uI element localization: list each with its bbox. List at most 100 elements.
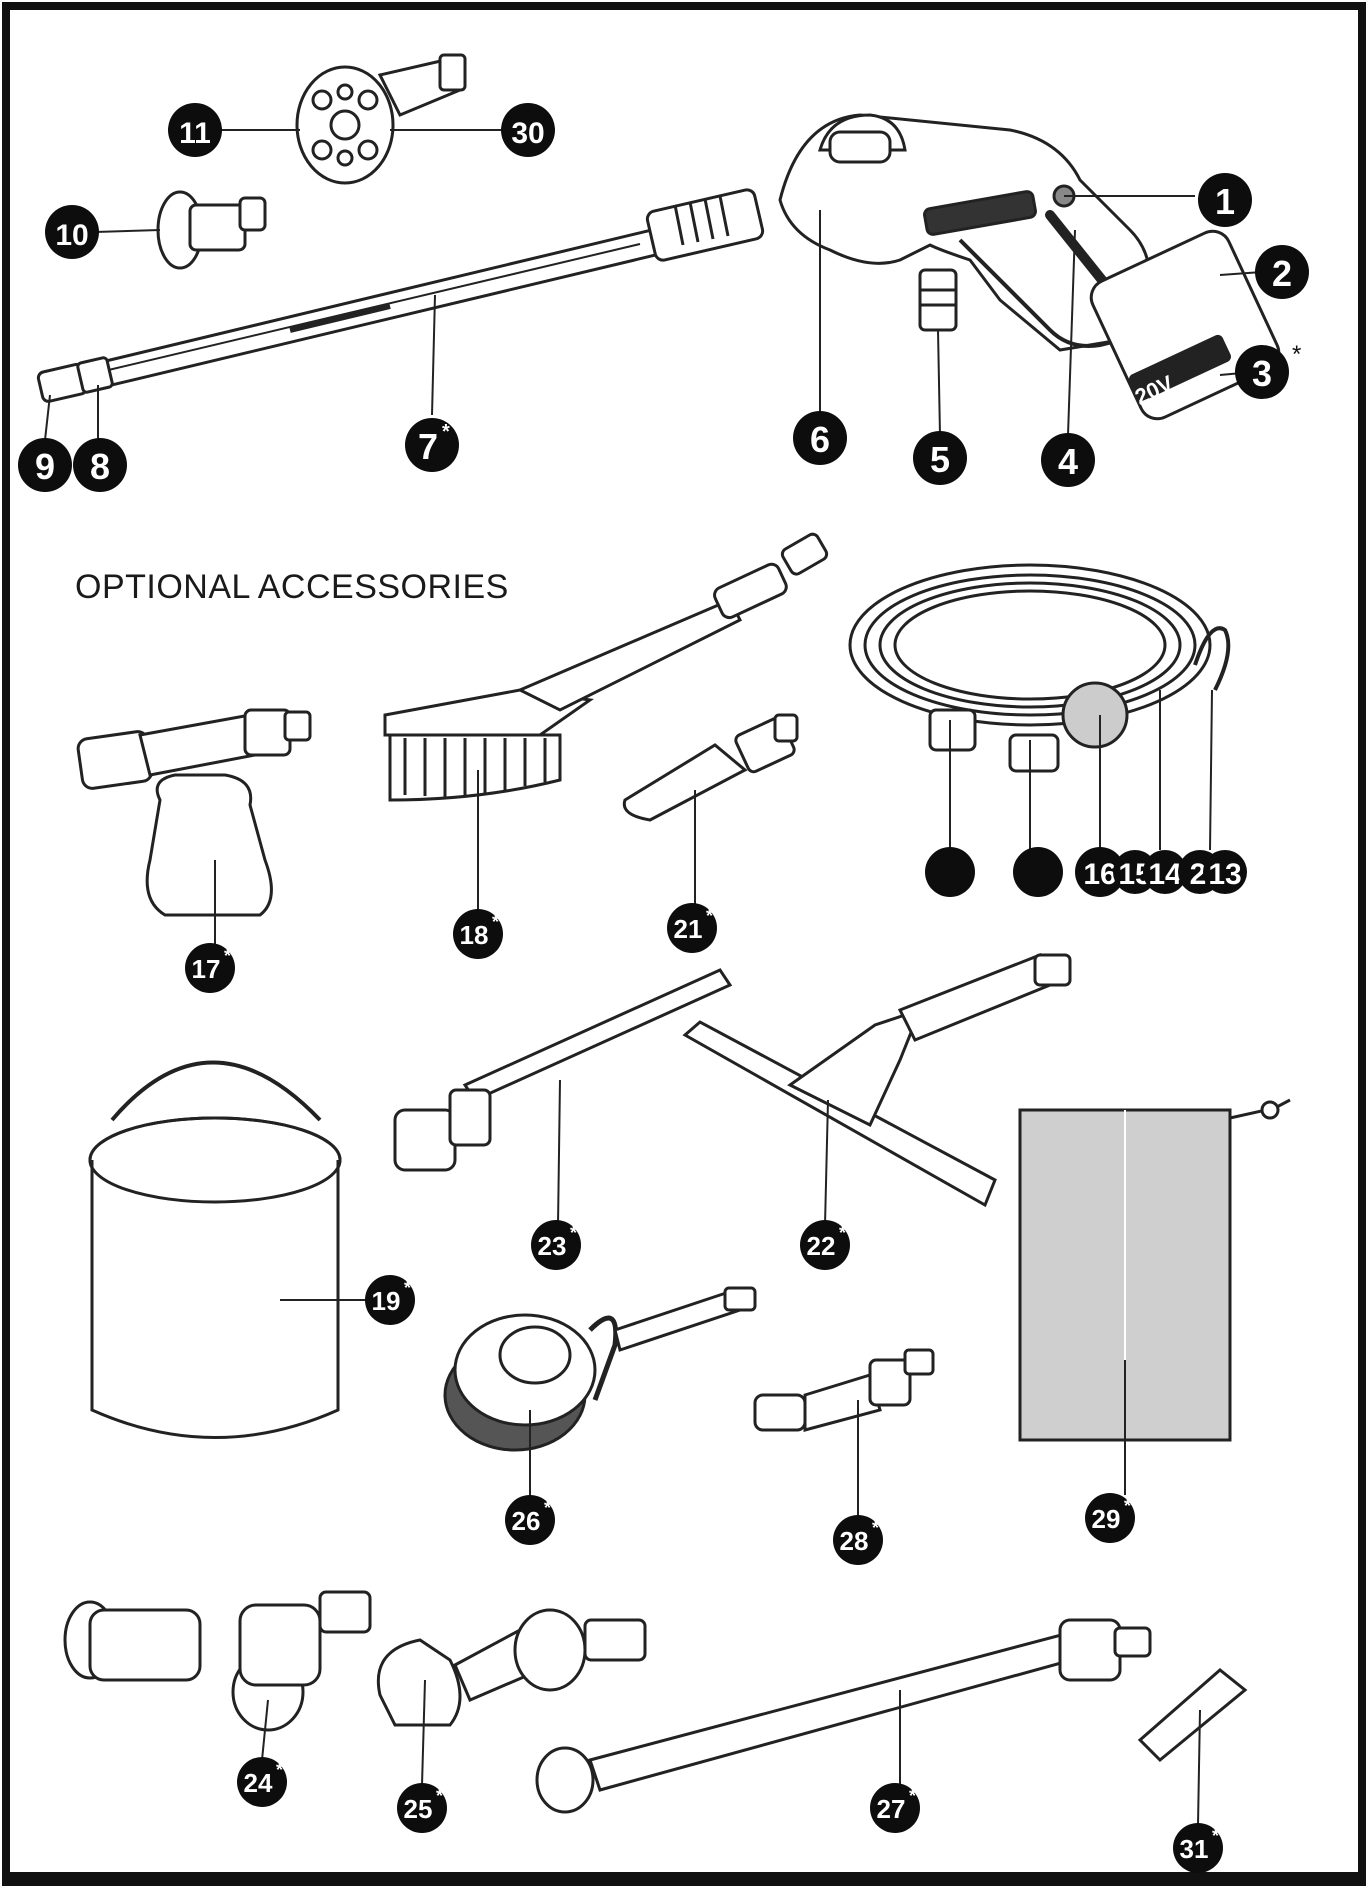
svg-text:*: * xyxy=(909,1786,916,1806)
badge-label-2: 2 xyxy=(1272,253,1292,294)
callout-badge-10: 10 xyxy=(45,205,99,259)
svg-text:*: * xyxy=(492,912,499,932)
svg-text:*: * xyxy=(1124,1496,1131,1516)
callout-badge-21: 21* xyxy=(667,903,717,953)
badge-label-21: 21 xyxy=(674,914,703,944)
hose-illustration xyxy=(848,563,1231,773)
callout-badge-5: 5 xyxy=(913,431,967,485)
svg-text:*: * xyxy=(276,1760,283,1780)
badge-label-31: 31 xyxy=(1180,1834,1209,1864)
bucket-illustration xyxy=(88,1060,342,1439)
svg-text:*: * xyxy=(570,1223,577,1243)
svg-text:*: * xyxy=(544,1498,551,1518)
main-washer-illustration: 20V xyxy=(36,113,1281,421)
callout-badge-6: 6 xyxy=(793,411,847,465)
badge-label-3: 3 xyxy=(1252,353,1272,394)
callout-badge-2: 2 xyxy=(1255,245,1309,299)
badge-label-29: 29 xyxy=(1092,1504,1121,1534)
callout-badge-14: 14 xyxy=(1143,850,1187,894)
callout-badge-29: 29* xyxy=(1085,1493,1135,1543)
callout-badge-19: 19* xyxy=(365,1275,415,1325)
badge-label-2-hose: 2 xyxy=(1190,858,1207,891)
coupler xyxy=(76,356,114,394)
badge-label-14: 14 xyxy=(1148,858,1182,891)
callout-badge-27: 27* xyxy=(870,1783,920,1833)
callout-badge-9: 9 xyxy=(18,438,72,492)
callout-badge-31: 31* xyxy=(1173,1823,1223,1873)
badge-label-17: 17 xyxy=(192,954,221,984)
bottom-bar xyxy=(6,1872,1362,1886)
callout-badge-11: 11 xyxy=(168,103,222,157)
svg-text:*: * xyxy=(839,1223,846,1243)
storage-bag-illustration xyxy=(1018,1098,1291,1442)
badge-label-30: 30 xyxy=(511,117,544,150)
badge-label-18: 18 xyxy=(460,920,489,950)
badge-label-6: 6 xyxy=(810,419,830,460)
brush-illustration xyxy=(383,532,829,802)
badge-asterisk-7: * xyxy=(442,421,450,443)
badge-label-7: 7 xyxy=(418,426,438,467)
callout-badge-1: 1 xyxy=(1198,173,1252,227)
badge-label-28: 28 xyxy=(840,1526,869,1556)
long-lance-illustration xyxy=(535,1618,1152,1814)
extension-illustration xyxy=(393,968,733,1172)
badge-label-26: 26 xyxy=(512,1506,541,1536)
battery-pack: 20V xyxy=(1089,229,1281,421)
foam-bottle-illustration xyxy=(76,708,312,917)
angle-adapter-illustration xyxy=(63,1590,372,1732)
badge-label-16: 16 xyxy=(1083,858,1116,891)
callout-badge-3: 3* xyxy=(1235,341,1301,399)
squeegee-illustration xyxy=(682,953,1072,1208)
badge-label-22: 22 xyxy=(807,1231,836,1261)
callout-badge-23: 23* xyxy=(531,1220,581,1270)
ribbed-connector xyxy=(645,188,765,262)
nozzle-10-illustration xyxy=(156,190,267,270)
badge-label-9: 9 xyxy=(35,446,55,487)
svg-text:*: * xyxy=(436,1786,443,1806)
callout-badge-26: 26* xyxy=(505,1495,555,1545)
badge-label-27: 27 xyxy=(877,1794,906,1824)
adapter-illustration xyxy=(753,1348,935,1432)
badge-label-8: 8 xyxy=(90,446,110,487)
badge-label-23: 23 xyxy=(538,1231,567,1261)
svg-text:*: * xyxy=(224,946,231,966)
water-inlet xyxy=(918,268,958,332)
rotating-brush-illustration xyxy=(443,1286,757,1452)
callout-badge-16: 16 xyxy=(1075,847,1125,897)
callout-badge-18: 18* xyxy=(453,909,503,959)
badge-asterisk-3: * xyxy=(1292,341,1301,368)
multi-nozzle-illustration xyxy=(295,53,467,185)
callout-badge-7: 7* xyxy=(405,418,459,472)
callout-badge-13: 13 xyxy=(1203,850,1247,894)
badge-label-11: 11 xyxy=(179,117,211,150)
callout-badge-8: 8 xyxy=(73,438,127,492)
badge-label-5: 5 xyxy=(930,439,950,480)
sponge-illustration xyxy=(376,1608,647,1727)
badge-label-13: 13 xyxy=(1208,858,1241,891)
badge-label-10: 10 xyxy=(55,219,88,252)
callout-badge-4: 4 xyxy=(1041,433,1095,487)
small-nozzle-illustration xyxy=(1137,1668,1248,1763)
svg-text:*: * xyxy=(404,1278,411,1298)
svg-text:*: * xyxy=(872,1518,879,1538)
callout-badge-25: 25* xyxy=(397,1783,447,1833)
badge-label-1: 1 xyxy=(1215,181,1235,222)
badge-label-4: 4 xyxy=(1058,441,1078,482)
badge-label-25: 25 xyxy=(404,1794,433,1824)
callout-badge-22: 22* xyxy=(800,1220,850,1270)
callout-badge-24: 24* xyxy=(237,1757,287,1807)
section-heading: OPTIONAL ACCESSORIES xyxy=(75,568,509,606)
rotary-nozzle-illustration xyxy=(622,713,799,822)
badge-label-24: 24 xyxy=(244,1768,273,1798)
callout-badge-17: 17* xyxy=(185,943,235,993)
leader-lines xyxy=(44,129,1263,1826)
badge-label-19: 19 xyxy=(372,1286,401,1316)
callout-badge-blank-2 xyxy=(1013,847,1063,897)
svg-text:*: * xyxy=(1212,1826,1219,1846)
callout-badge-30: 30 xyxy=(501,103,555,157)
callout-badge-blank-1 xyxy=(925,847,975,897)
svg-text:*: * xyxy=(706,906,713,926)
callout-badge-28: 28* xyxy=(833,1515,883,1565)
